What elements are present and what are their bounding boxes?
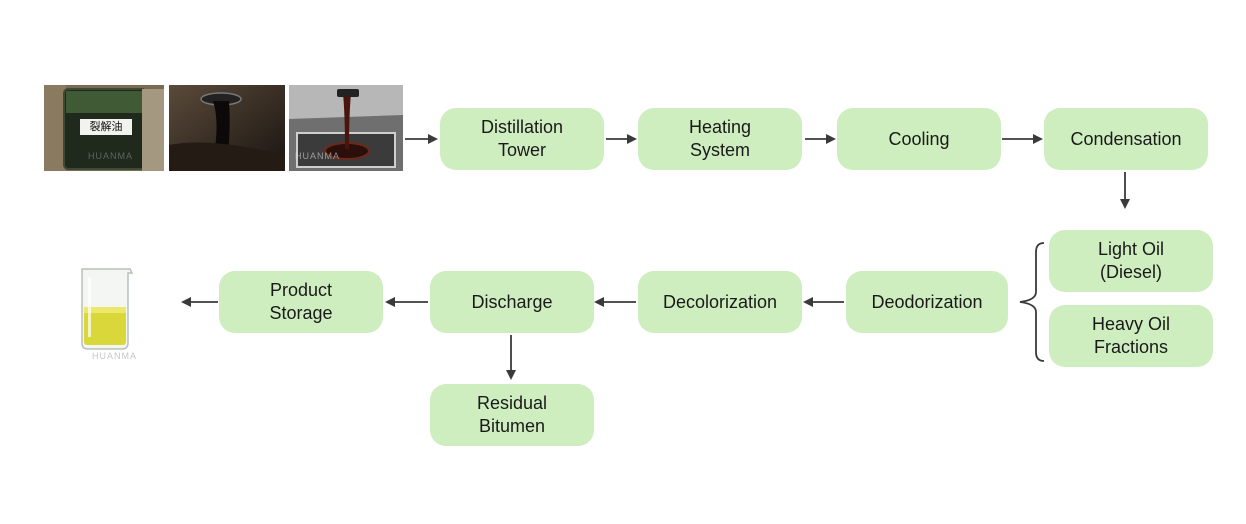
node-label: Product Storage — [269, 280, 333, 323]
node-deodorization: Deodorization — [846, 271, 1008, 333]
oil-machine-photo: HUANMA — [289, 85, 403, 171]
fraction-brace — [1019, 242, 1045, 362]
node-label: Distillation Tower — [480, 117, 564, 160]
node-product-storage: Product Storage — [219, 271, 383, 333]
node-label: Deodorization — [871, 291, 983, 312]
node-discharge: Discharge — [430, 271, 594, 333]
beaker-oil-photo: HUANMA — [72, 265, 144, 365]
oil-jar-illustration — [44, 85, 164, 171]
watermark-text: HUANMA — [92, 351, 138, 361]
watermark-text: HUANMA — [295, 151, 341, 161]
node-label: Decolorization — [662, 291, 778, 312]
node-decolorization: Decolorization — [638, 271, 802, 333]
node-cooling: Cooling — [837, 108, 1001, 170]
beaker-illustration — [81, 268, 134, 350]
node-distillation-tower: Distillation Tower — [440, 108, 604, 170]
node-heavy-oil: Heavy Oil Fractions — [1049, 305, 1213, 367]
node-label: Heavy Oil Fractions — [1091, 314, 1171, 357]
waste-oil-sample-photo: 裂解油 HUANMA — [44, 85, 164, 171]
oil-pour-photo — [169, 85, 285, 171]
node-heating-system: Heating System — [638, 108, 802, 170]
node-label: Heating System — [688, 117, 752, 160]
node-label: Light Oil (Diesel) — [1097, 239, 1165, 282]
watermark-text: HUANMA — [88, 151, 134, 161]
node-label: Condensation — [1070, 128, 1182, 149]
jar-label-text: 裂解油 — [89, 120, 123, 133]
node-condensation: Condensation — [1044, 108, 1208, 170]
oil-pour-illustration — [169, 85, 285, 171]
node-label: Cooling — [888, 128, 950, 149]
node-light-oil: Light Oil (Diesel) — [1049, 230, 1213, 292]
oil-machine-illustration — [289, 85, 403, 171]
node-label: Discharge — [471, 291, 553, 312]
node-label: Residual Bitumen — [476, 393, 548, 436]
node-residual-bitumen: Residual Bitumen — [430, 384, 594, 446]
